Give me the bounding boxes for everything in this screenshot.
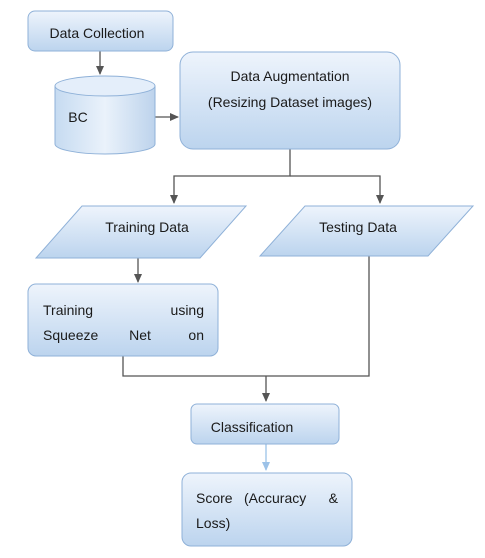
connector-training-to-merge (122, 356, 266, 377)
training-line1-right: using (171, 302, 204, 318)
node-classification: Classification (190, 403, 340, 445)
training-line2-mid: Net (129, 327, 151, 343)
node-testing-data: Testing Data (258, 205, 475, 257)
testing-data-label: Testing Data (319, 219, 397, 235)
score-line1-left: Score (196, 490, 233, 506)
augmentation-subtitle: (Resizing Dataset images) (208, 94, 372, 110)
score-line1-mid: (Accuracy (244, 490, 306, 506)
connector-augmentation-to-testing-data (290, 175, 384, 204)
connector-testing-to-merge (266, 256, 370, 377)
connectors (96, 51, 384, 471)
training-line2-right: on (188, 327, 204, 343)
node-training-data: Training Data (34, 205, 248, 259)
node-data-augmentation: Data Augmentation (Resizing Dataset imag… (179, 51, 401, 150)
training-data-label: Training Data (105, 219, 189, 235)
bc-label: BC (68, 109, 87, 125)
node-score: Score (Accuracy & Loss) (181, 472, 353, 547)
node-bc-database: BC (54, 75, 156, 155)
score-line2: Loss) (196, 515, 230, 531)
connector-augmentation-to-training-data (170, 149, 291, 204)
training-line1-left: Training (43, 302, 93, 318)
node-data-collection: Data Collection (27, 10, 174, 52)
augmentation-title: Data Augmentation (230, 68, 349, 84)
training-line2-left: Squeeze (43, 327, 98, 343)
classification-label: Classification (211, 419, 293, 435)
node-training-squeezenet: Training using Squeeze Net on (27, 283, 219, 357)
data-collection-label: Data Collection (50, 25, 145, 41)
score-line1-right: & (329, 490, 339, 506)
